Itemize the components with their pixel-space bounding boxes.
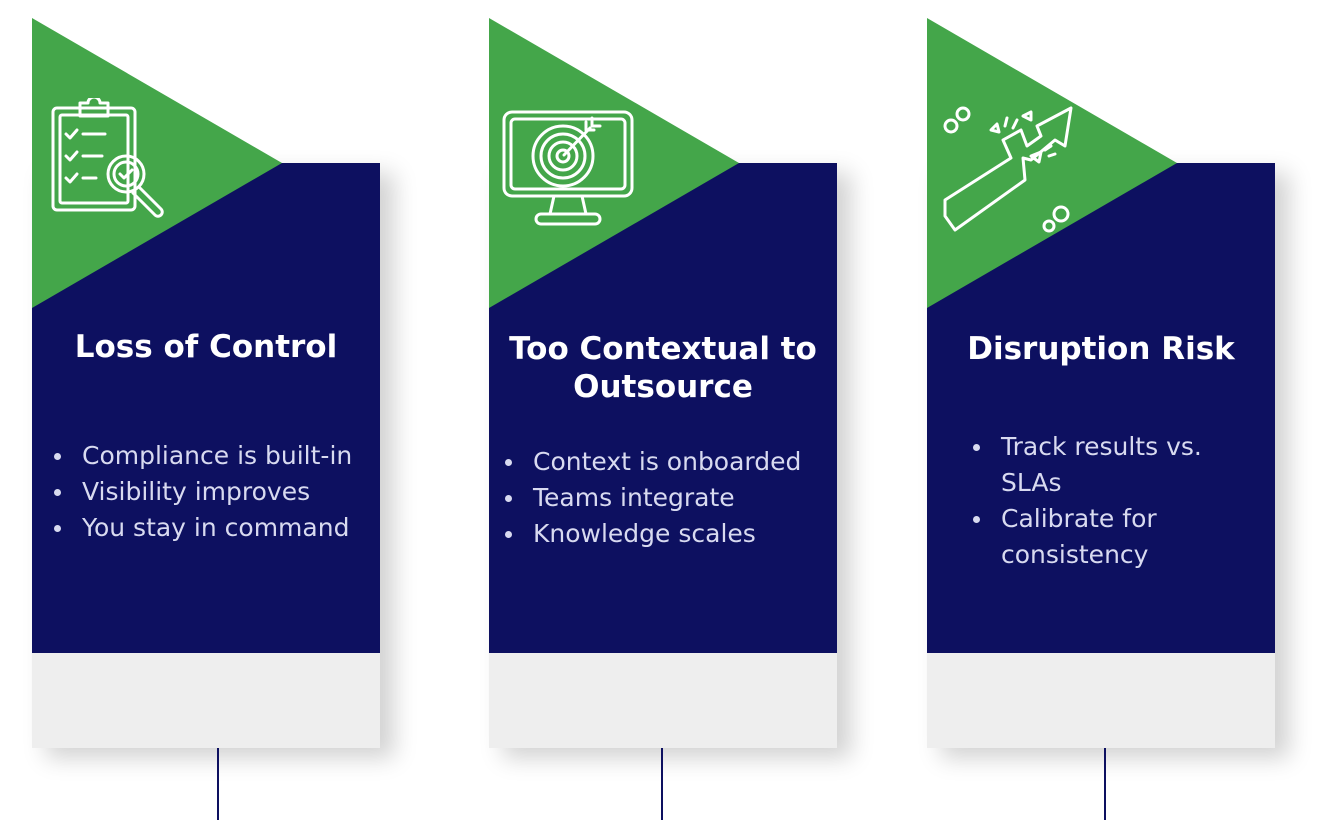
connector-line [661, 748, 663, 820]
list-item: Track results vs. SLAs [973, 429, 1233, 501]
breaking-arrow-icon [943, 106, 1073, 233]
card-footer [32, 653, 380, 748]
connector-line [217, 748, 219, 820]
card-footer [927, 653, 1275, 748]
green-triangle [489, 18, 739, 308]
list-item: Compliance is built-in [54, 438, 352, 474]
green-triangle [32, 18, 282, 308]
monitor-target-icon [502, 110, 634, 226]
card-title: Loss of Control [74, 329, 338, 365]
list-item: Context is onboarded [505, 444, 801, 480]
clipboard-checklist-magnifier-icon [51, 98, 164, 218]
bullet-list: Track results vs. SLAs Calibrate for con… [973, 429, 1233, 573]
card-footer [489, 653, 837, 748]
bullet-list: Compliance is built-in Visibility improv… [54, 438, 352, 546]
card-title: Disruption Risk [967, 331, 1235, 367]
card-title: Too Contextual to Outsource [509, 331, 817, 405]
connector-line [1104, 748, 1106, 820]
list-item: Calibrate for consistency [973, 501, 1233, 573]
card-loss-of-control: Loss of Control Compliance is built-in V… [32, 0, 380, 829]
green-triangle [927, 18, 1177, 308]
card-disruption-risk: Disruption Risk Track results vs. SLAs C… [927, 0, 1275, 829]
card-too-contextual: Too Contextual to Outsource Context is o… [489, 0, 837, 829]
list-item: Teams integrate [505, 480, 801, 516]
list-item: Visibility improves [54, 474, 352, 510]
list-item: You stay in command [54, 510, 352, 546]
bullet-list: Context is onboarded Teams integrate Kno… [505, 444, 801, 552]
list-item: Knowledge scales [505, 516, 801, 552]
